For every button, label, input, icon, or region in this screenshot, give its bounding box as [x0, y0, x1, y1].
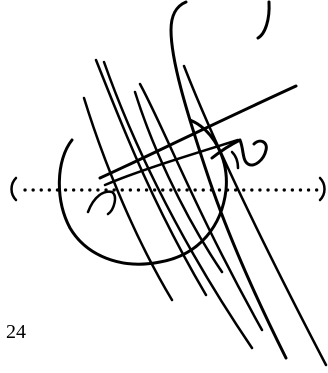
signature-stroke-diagonal-6: [182, 64, 328, 367]
signature-stroke-top-hook: [169, 0, 288, 360]
signature-stroke-diagonal-4: [133, 90, 224, 274]
signature-stroke-top-curl: [256, 0, 271, 40]
signature-stroke-diagonal-3: [102, 60, 254, 350]
signature-stroke-loop: [57, 118, 228, 266]
left-parenthesis: [10, 176, 18, 202]
signature-stroke-cross-mid: [103, 138, 240, 187]
signature-stroke-right-flourish: [210, 138, 268, 167]
signature-stroke-diagonal-1: [82, 96, 174, 302]
signature-stroke-cross-long: [98, 84, 298, 180]
signature-stroke-diagonal-2: [94, 58, 208, 297]
signature-stroke-right-tail: [230, 150, 240, 170]
signature-stroke-left-flourish: [86, 190, 117, 216]
signature-stroke-diagonal-5: [138, 82, 264, 332]
right-parenthesis: [318, 176, 326, 202]
page-number: 24: [6, 321, 26, 343]
